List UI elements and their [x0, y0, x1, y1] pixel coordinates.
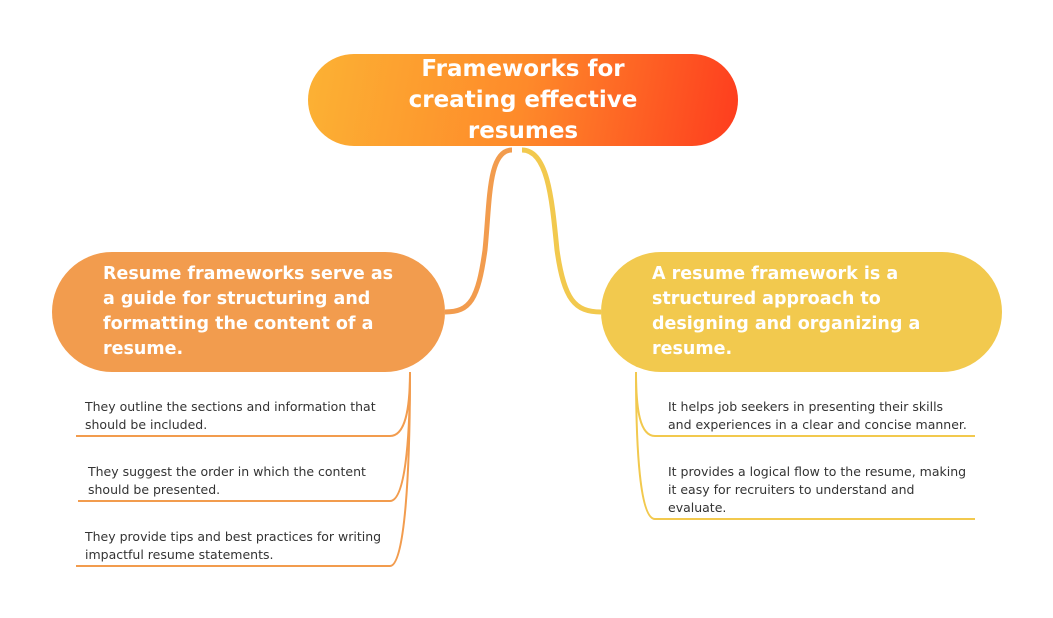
subtopic[interactable]: They provide tips and best practices for…: [85, 529, 382, 562]
root-topic[interactable]: Frameworks for creating effective resume…: [308, 54, 738, 146]
subtopic[interactable]: They outline the sections and informatio…: [85, 399, 376, 432]
connector-root-right: [521, 147, 602, 315]
root-topic-label: Frameworks for creating effective resume…: [408, 55, 638, 144]
main-topic-left[interactable]: Resume frameworks serve as a guide for s…: [52, 252, 445, 372]
connector-left-3: [76, 371, 411, 567]
main-topic-right[interactable]: A resume framework is a structured appro…: [601, 252, 1002, 372]
main-topic-label: Resume frameworks serve as a guide for s…: [103, 264, 394, 359]
main-topic-label: A resume framework is a structured appro…: [652, 264, 921, 359]
connector-right-2: [635, 371, 975, 520]
connector-root-left: [444, 147, 513, 315]
subtopic[interactable]: It provides a logical flow to the resume…: [668, 464, 967, 515]
subtopic[interactable]: They suggest the order in which the cont…: [88, 464, 366, 497]
subtopic[interactable]: It helps job seekers in presenting their…: [668, 399, 967, 432]
